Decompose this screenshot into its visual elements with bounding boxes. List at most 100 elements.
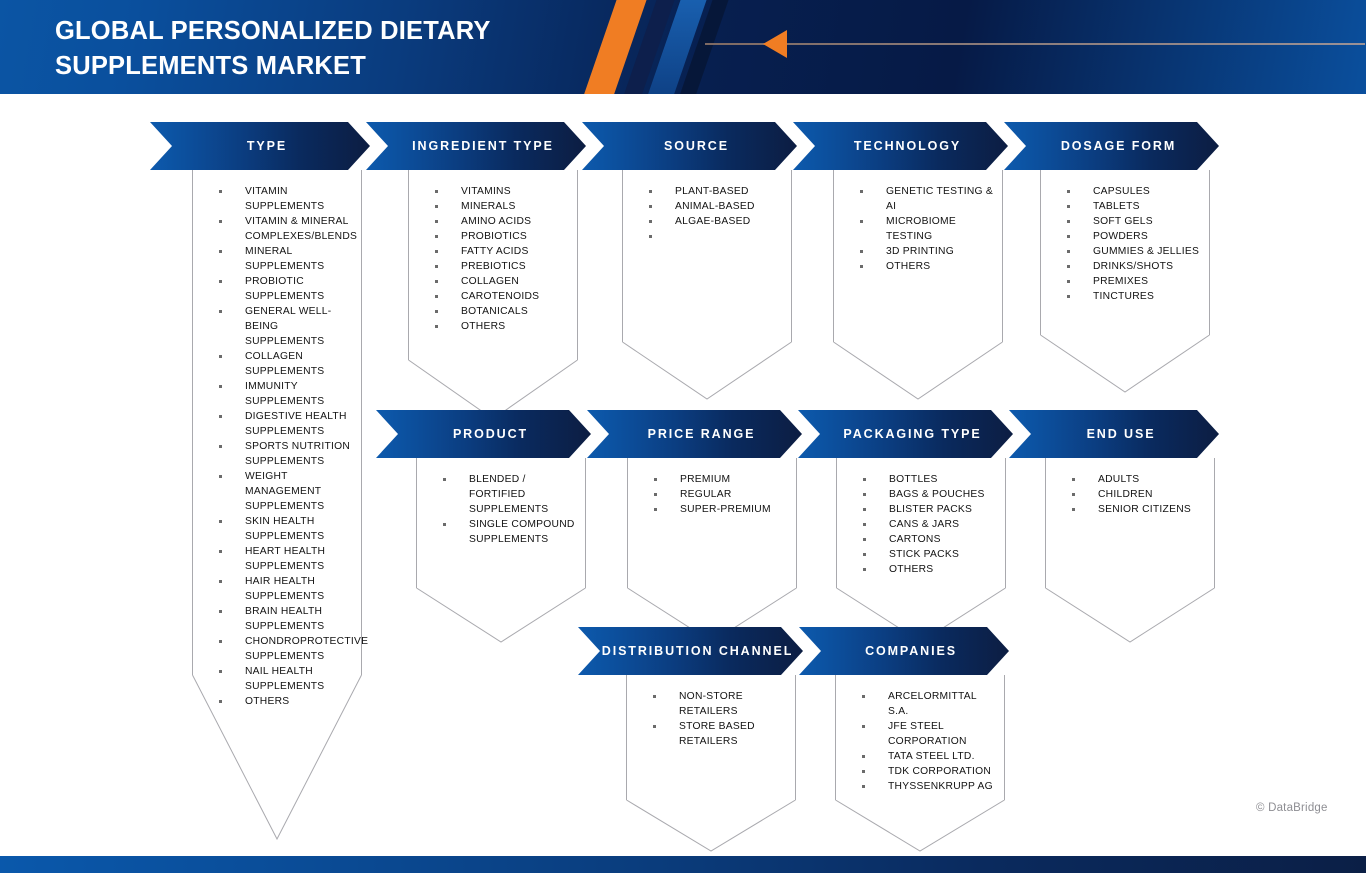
list-item[interactable]: ADULTS xyxy=(1072,472,1206,487)
list-item[interactable]: SENIOR CITIZENS xyxy=(1072,502,1206,517)
list-item[interactable]: MICROBIOME TESTING xyxy=(860,214,994,244)
segment-banner-product[interactable]: PRODUCT xyxy=(376,410,591,458)
list-item[interactable]: TATA STEEL LTD. xyxy=(862,749,996,764)
list-item[interactable]: MINERALS xyxy=(435,199,569,214)
segment-banner-dosage-form[interactable]: DOSAGE FORM xyxy=(1004,122,1219,170)
segment-banner-ingredient-type[interactable]: INGREDIENT TYPE xyxy=(366,122,586,170)
segment-banner-distribution-channel[interactable]: DISTRIBUTION CHANNEL xyxy=(578,627,803,675)
list-item[interactable]: SOFT GELS xyxy=(1067,214,1201,229)
list-item[interactable]: CHONDROPROTECTIVE SUPPLEMENTS xyxy=(219,634,368,664)
segment-pointer-end-use xyxy=(1045,588,1215,643)
segment-banner-end-use[interactable]: END USE xyxy=(1009,410,1219,458)
list-item[interactable]: VITAMIN & MINERAL COMPLEXES/BLENDS xyxy=(219,214,357,244)
segment-title-product: PRODUCT xyxy=(452,427,529,441)
segment-title-dosage-form: DOSAGE FORM xyxy=(1060,139,1177,153)
list-item[interactable]: DRINKS/SHOTS xyxy=(1067,259,1201,274)
list-item[interactable]: WEIGHT MANAGEMENT SUPPLEMENTS xyxy=(219,469,353,514)
header-arrow-icon xyxy=(763,30,787,58)
list-item[interactable]: OTHERS xyxy=(863,562,997,577)
list-item[interactable]: OTHERS xyxy=(435,319,569,334)
segment-banner-price-range[interactable]: PRICE RANGE xyxy=(587,410,802,458)
list-item[interactable]: TDK CORPORATION xyxy=(862,764,996,779)
list-item[interactable]: TABLETS xyxy=(1067,199,1201,214)
list-item[interactable]: PREBIOTICS xyxy=(435,259,569,274)
list-item[interactable]: SUPER-PREMIUM xyxy=(654,502,788,517)
segment-title-packaging-type: PACKAGING TYPE xyxy=(843,427,982,441)
list-item[interactable]: ARCELORMITTAL S.A. xyxy=(862,689,996,719)
list-item[interactable]: REGULAR xyxy=(654,487,788,502)
list-item[interactable]: SKIN HEALTH SUPPLEMENTS xyxy=(219,514,353,544)
list-item[interactable]: CANS & JARS xyxy=(863,517,997,532)
list-item[interactable]: THYSSENKRUPP AG xyxy=(862,779,996,794)
list-item[interactable]: BAGS & POUCHES xyxy=(863,487,997,502)
list-item[interactable]: STICK PACKS xyxy=(863,547,997,562)
list-item[interactable]: NAIL HEALTH SUPPLEMENTS xyxy=(219,664,353,694)
list-item[interactable]: BOTTLES xyxy=(863,472,997,487)
list-item[interactable]: COLLAGEN SUPPLEMENTS xyxy=(219,349,353,379)
segment-title-companies: COMPANIES xyxy=(865,644,957,658)
list-item[interactable]: SINGLE COMPOUND SUPPLEMENTS xyxy=(443,517,577,547)
list-item[interactable]: CHILDREN xyxy=(1072,487,1206,502)
segment-banner-companies[interactable]: COMPANIES xyxy=(799,627,1009,675)
segment-banner-packaging-type[interactable]: PACKAGING TYPE xyxy=(798,410,1013,458)
list-item[interactable]: BRAIN HEALTH SUPPLEMENTS xyxy=(219,604,353,634)
list-item[interactable]: CAROTENOIDS xyxy=(435,289,569,304)
segment-banner-technology[interactable]: TECHNOLOGY xyxy=(793,122,1008,170)
list-item[interactable]: HAIR HEALTH SUPPLEMENTS xyxy=(219,574,353,604)
list-item[interactable]: HEART HEALTH SUPPLEMENTS xyxy=(219,544,353,574)
segment-banner-source[interactable]: SOURCE xyxy=(582,122,797,170)
list-item[interactable]: BOTANICALS xyxy=(435,304,569,319)
list-item[interactable]: NON-STORE RETAILERS xyxy=(653,689,787,719)
list-item[interactable]: 3D PRINTING xyxy=(860,244,994,259)
list-item[interactable]: PROBIOTICS xyxy=(435,229,569,244)
list-item[interactable]: OTHERS xyxy=(219,694,353,709)
list-item[interactable]: DIGESTIVE HEALTH SUPPLEMENTS xyxy=(219,409,353,439)
list-item[interactable]: MINERAL SUPPLEMENTS xyxy=(219,244,353,274)
list-item[interactable]: GUMMIES & JELLIES xyxy=(1067,244,1201,259)
list-item[interactable]: GENERAL WELL-BEING SUPPLEMENTS xyxy=(219,304,353,349)
list-item[interactable]: PREMIXES xyxy=(1067,274,1201,289)
segment-title-ingredient-type: INGREDIENT TYPE xyxy=(412,139,554,153)
list-item[interactable]: CAPSULES xyxy=(1067,184,1201,199)
list-item[interactable]: PROBIOTIC SUPPLEMENTS xyxy=(219,274,353,304)
list-item[interactable]: IMMUNITY SUPPLEMENTS xyxy=(219,379,353,409)
list-item[interactable]: BLISTER PACKS xyxy=(863,502,997,517)
list-item[interactable]: AMINO ACIDS xyxy=(435,214,569,229)
segment-title-type: TYPE xyxy=(246,139,288,153)
list-item[interactable]: CARTONS xyxy=(863,532,997,547)
list-item[interactable]: ALGAE-BASED xyxy=(649,214,783,229)
list-item[interactable]: COLLAGEN xyxy=(435,274,569,289)
list-item[interactable]: SPORTS NUTRITION SUPPLEMENTS xyxy=(219,439,353,469)
list-item[interactable]: STORE BASED RETAILERS xyxy=(653,719,787,749)
segment-banner-type[interactable]: TYPE xyxy=(150,122,370,170)
list-item[interactable]: PLANT-BASED xyxy=(649,184,783,199)
list-item[interactable]: OTHERS xyxy=(860,259,994,274)
list-item[interactable]: ANIMAL-BASED xyxy=(649,199,783,214)
list-item[interactable]: TINCTURES xyxy=(1067,289,1201,304)
segment-title-distribution-channel: DISTRIBUTION CHANNEL xyxy=(601,644,794,658)
list-item[interactable]: PREMIUM xyxy=(654,472,788,487)
list-item[interactable]: VITAMIN SUPPLEMENTS xyxy=(219,184,353,214)
list-item[interactable]: VITAMINS xyxy=(435,184,569,199)
list-item[interactable]: BLENDED / FORTIFIED SUPPLEMENTS xyxy=(443,472,577,517)
list-item[interactable]: GENETIC TESTING & AI xyxy=(860,184,994,214)
list-item[interactable]: JFE STEEL CORPORATION xyxy=(862,719,996,749)
list-item[interactable]: POWDERS xyxy=(1067,229,1201,244)
segment-pointer-source xyxy=(622,342,792,400)
list-item[interactable]: FATTY ACIDS xyxy=(435,244,569,259)
segment-title-end-use: END USE xyxy=(1086,427,1156,441)
list-item[interactable] xyxy=(649,229,783,244)
segment-pointer-dosage-form xyxy=(1040,335,1210,393)
